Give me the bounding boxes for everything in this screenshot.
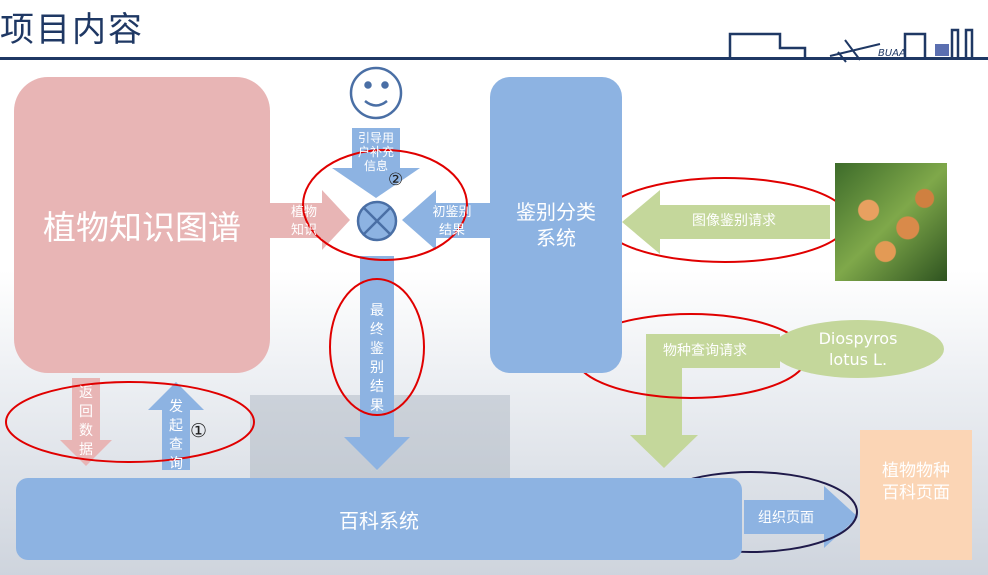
label-start-query-2: 起 (169, 418, 183, 434)
page-title: 项目内容 (0, 10, 144, 50)
label-final-result-5: 结 (370, 379, 384, 395)
arrow-image-request (622, 190, 830, 254)
label-return-data-2: 回 (79, 404, 93, 420)
label-image-request: 图像鉴别请求 (692, 213, 776, 229)
node-knowledge-graph: 植物知识图谱 (14, 77, 270, 373)
classification-line-1: 鉴别分类 (516, 200, 596, 224)
node-classification-system: 鉴别分类系统 (490, 77, 622, 373)
arrow-start-query (148, 382, 204, 470)
species-page-line-1: 植物物种 (882, 461, 950, 481)
label-initial-result-1: 初鉴别 (432, 205, 472, 220)
classification-line-2: 系统 (536, 226, 576, 250)
arrow-final-result (344, 256, 410, 470)
label-initial-result-2: 结果 (438, 223, 465, 238)
user-smiley-icon (349, 66, 403, 120)
label-return-data: 返 回 数 据 (77, 384, 95, 460)
buaa-logo (728, 28, 974, 63)
label-guide-user: 引导用 户补充 信息 (352, 131, 400, 173)
label-guide-user-3: 信息 (363, 159, 388, 173)
label-final-result-1: 最 (370, 303, 384, 319)
label-final-result-2: 终 (370, 322, 384, 338)
label-return-data-3: 数 (79, 423, 93, 439)
arrow-plant-knowledge (270, 190, 350, 250)
label-initial-result: 初鉴别 结果 (424, 204, 480, 240)
label-final-result-6: 果 (370, 398, 384, 414)
label-plant-knowledge-2: 知识 (290, 223, 317, 238)
node-species-page: 植物物种 百科页面 (860, 430, 972, 560)
combiner-icon (356, 200, 398, 242)
label-final-result-4: 别 (370, 360, 384, 376)
label-start-query-3: 查 (169, 437, 183, 453)
arrow-species-query (630, 334, 780, 468)
highlight-return-query (5, 381, 255, 463)
logo-text: BUAA (878, 48, 906, 59)
highlight-final-result (329, 278, 425, 416)
marker-one: ① (190, 420, 208, 442)
highlight-combiner (302, 149, 468, 261)
label-guide-user-1: 引导用 (357, 131, 394, 145)
label-start-query: 发 起 查 询 (167, 398, 185, 474)
arrow-return-data (60, 378, 112, 466)
label-start-query-1: 发 (169, 399, 183, 415)
node-species-name: Diospyros lotus L. (772, 320, 944, 378)
label-plant-knowledge: 植物 知识 (284, 204, 324, 240)
species-page-line-2: 百科页面 (882, 483, 950, 503)
arrow-guide-user (332, 128, 420, 198)
label-final-result: 最 终 鉴 别 结 果 (368, 302, 386, 416)
label-plant-knowledge-1: 植物 (290, 205, 317, 220)
species-name-line-1: Diospyros (818, 329, 898, 348)
label-final-result-3: 鉴 (370, 341, 384, 357)
plant-photo (835, 163, 947, 281)
label-return-data-1: 返 (79, 385, 93, 401)
label-return-data-4: 据 (79, 442, 93, 458)
label-species-query: 物种查询请求 (663, 343, 747, 359)
marker-two: ② (388, 170, 404, 190)
arrow-organize-page (744, 486, 858, 548)
label-start-query-4: 询 (169, 456, 183, 472)
label-organize-page: 组织页面 (758, 510, 814, 526)
node-encyclopedia-system: 百科系统 (16, 478, 742, 560)
species-name-line-2: lotus L. (828, 350, 888, 369)
title-rule (0, 57, 988, 60)
label-guide-user-2: 户补充 (357, 145, 394, 159)
